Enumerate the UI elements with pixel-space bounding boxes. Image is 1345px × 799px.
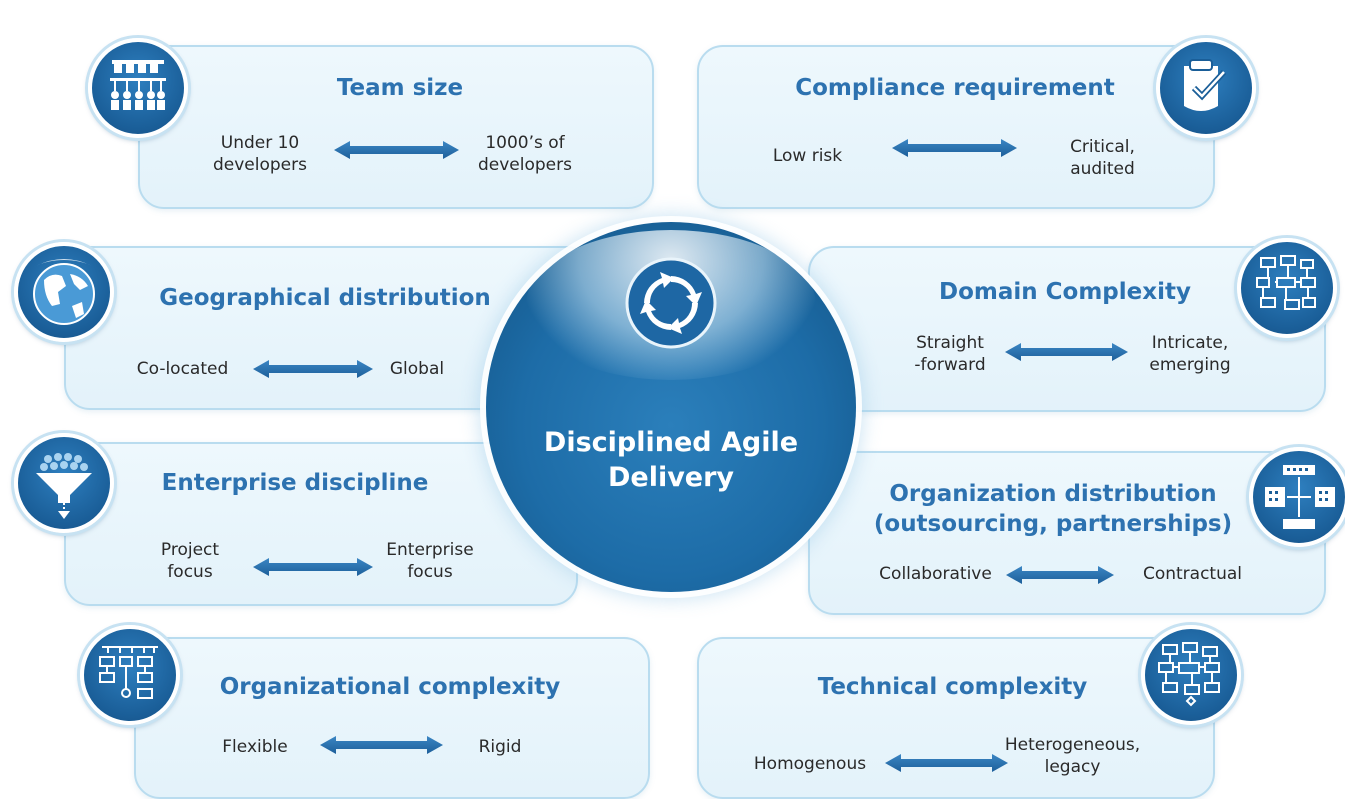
globe-icon — [14, 242, 114, 342]
org-complexity-right-label: Rigid — [478, 737, 522, 757]
technical-left-label: Homogenous — [753, 754, 867, 774]
team-size-left-label: Under 10 developers — [213, 133, 307, 175]
org-distribution-arrow — [1006, 566, 1114, 584]
card-organization-distribution — [808, 451, 1326, 615]
flowchart-icon — [1237, 238, 1337, 338]
team-size-right-label: 1000’s of developers — [478, 133, 572, 175]
card-organizational-complexity — [134, 637, 650, 799]
geographical-distribution-title: Geographical distribution — [159, 285, 491, 311]
compliance-arrow — [892, 139, 1017, 157]
org-complexity-left-label: Flexible — [222, 737, 288, 757]
technical-arrow — [885, 754, 1008, 772]
organizational-complexity-title: Organizational complexity — [219, 674, 561, 700]
enterprise-right-label: Enterprise focus — [386, 540, 474, 582]
center-circle: Disciplined Agile Delivery — [486, 222, 856, 592]
geographical-left-label: Co-located — [136, 359, 229, 379]
funnel-icon — [14, 433, 114, 533]
enterprise-arrow — [253, 558, 373, 576]
geographical-arrow — [253, 360, 373, 378]
compliance-left-label: Low risk — [772, 146, 843, 166]
card-enterprise-discipline — [64, 442, 578, 606]
org-chart-icon — [80, 625, 180, 725]
compliance-right-label: Critical, audited — [1070, 137, 1135, 179]
card-compliance-requirement — [697, 45, 1215, 209]
technical-complexity-title: Technical complexity — [817, 674, 1088, 700]
organization-distribution-title: Organization distribution (outsourcing, … — [873, 481, 1233, 537]
org-distribution-right-label: Contractual — [1142, 564, 1243, 584]
org-complexity-arrow — [320, 736, 443, 754]
system-diagram-icon — [1141, 625, 1241, 725]
org-distribution-left-label: Collaborative — [879, 564, 992, 584]
enterprise-left-label: Project focus — [160, 540, 220, 582]
checklist-icon — [1156, 38, 1256, 138]
domain-right-label: Intricate, emerging — [1149, 333, 1231, 375]
cycle-arrows-icon — [625, 257, 717, 349]
geographical-right-label: Global — [389, 359, 445, 379]
technical-right-label: Heterogeneous, legacy — [1004, 735, 1141, 777]
domain-complexity-title: Domain Complexity — [939, 279, 1191, 305]
compliance-requirement-title: Compliance requirement — [795, 75, 1115, 101]
team-hierarchy-icon — [88, 38, 188, 138]
buildings-icon — [1249, 447, 1345, 547]
enterprise-discipline-title: Enterprise discipline — [161, 470, 429, 496]
team-size-title: Team size — [336, 75, 464, 101]
domain-left-label: Straight -forward — [914, 333, 986, 375]
center-title: Disciplined Agile Delivery — [543, 427, 799, 493]
card-team-size — [138, 45, 654, 209]
domain-arrow — [1005, 343, 1128, 361]
card-technical-complexity — [697, 637, 1215, 799]
team-size-arrow — [334, 141, 459, 159]
